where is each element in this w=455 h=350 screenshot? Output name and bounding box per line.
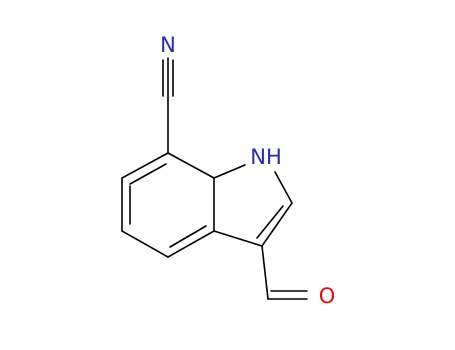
bond-c7-c6-inner [129, 163, 167, 185]
bonds [121, 57, 308, 300]
bond-c3-c3a [213, 230, 263, 247]
bond-n1-c2 [274, 171, 293, 204]
bond-c3-cho [261, 245, 269, 300]
aldehyde-oxygen-label: O [319, 284, 336, 308]
bond-c6-c7 [121, 152, 169, 179]
ring-nh-label: NH [250, 145, 282, 169]
bond-c3a-c4 [167, 230, 215, 258]
nitrile-nitrogen-label: N [160, 33, 176, 57]
atom-labels: N NH O [160, 33, 335, 308]
bond-c7a-n1 [213, 164, 246, 179]
bond-c2-c3-inner [256, 205, 284, 239]
bond-c3a-c4-inner [169, 225, 207, 248]
bond-c7-c7a [167, 152, 215, 179]
bond-c2-c3 [261, 202, 293, 247]
bond-c4-c5 [121, 230, 169, 258]
